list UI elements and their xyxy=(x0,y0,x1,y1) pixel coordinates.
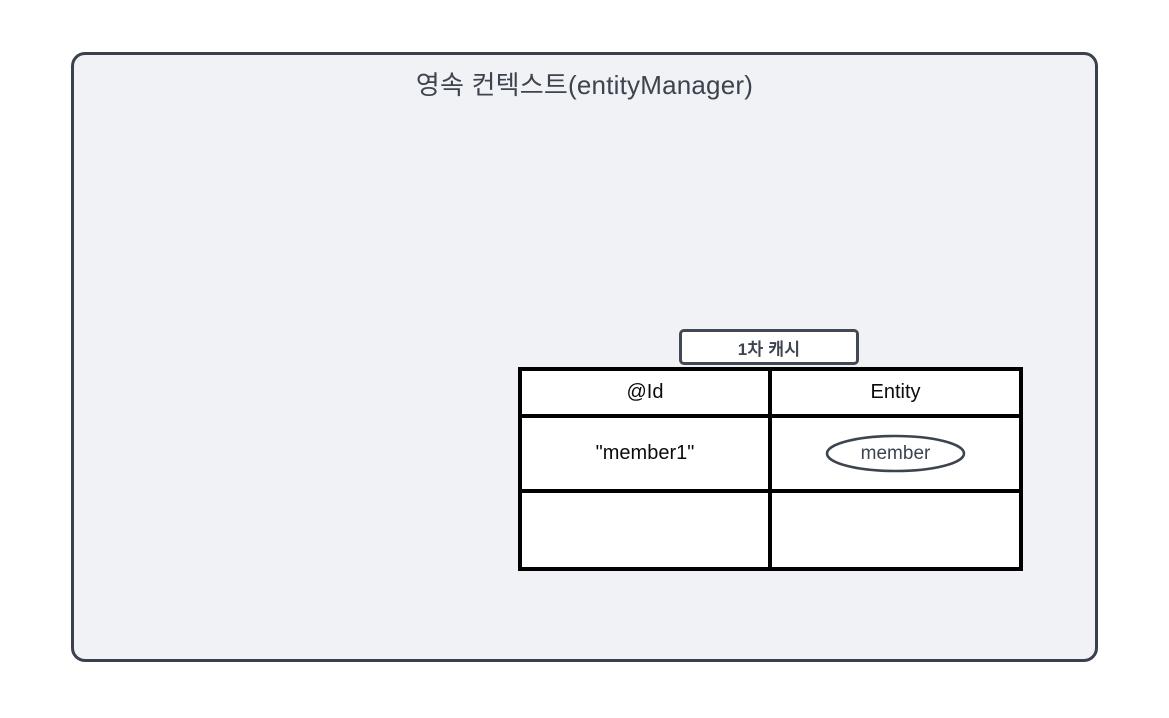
cell-entity: member xyxy=(768,414,1023,493)
page-title: 영속 컨텍스트(entityManager) xyxy=(415,70,754,100)
first-level-cache-table: @Id Entity "member1" xyxy=(518,367,1023,571)
table-row xyxy=(518,489,1023,571)
column-header-entity: Entity xyxy=(768,367,1023,418)
persistence-context-panel: 영속 컨텍스트(entityManager) 1차 캐시 @Id Entity … xyxy=(71,52,1098,662)
cell-id: "member1" xyxy=(518,414,772,493)
cell-id-text: "member1" xyxy=(595,442,695,464)
cell-entity-empty-text xyxy=(772,493,1019,567)
entity-node-label: member xyxy=(860,443,931,464)
cell-entity-content: member xyxy=(772,418,1019,489)
cell-id-empty-text xyxy=(522,493,768,567)
entity-node: member xyxy=(825,434,966,473)
table-header-row: @Id Entity xyxy=(518,367,1023,418)
column-header-entity-text: Entity xyxy=(870,381,921,403)
cell-id-empty xyxy=(518,489,772,571)
column-header-id-text: @Id xyxy=(626,381,664,403)
table-row: "member1" member xyxy=(518,414,1023,493)
cell-entity-empty xyxy=(768,489,1023,571)
ellipse-icon xyxy=(825,434,966,473)
first-level-cache-label-text: 1차 캐시 xyxy=(737,339,801,359)
first-level-cache-label: 1차 캐시 xyxy=(679,329,859,365)
column-header-id: @Id xyxy=(518,367,772,418)
